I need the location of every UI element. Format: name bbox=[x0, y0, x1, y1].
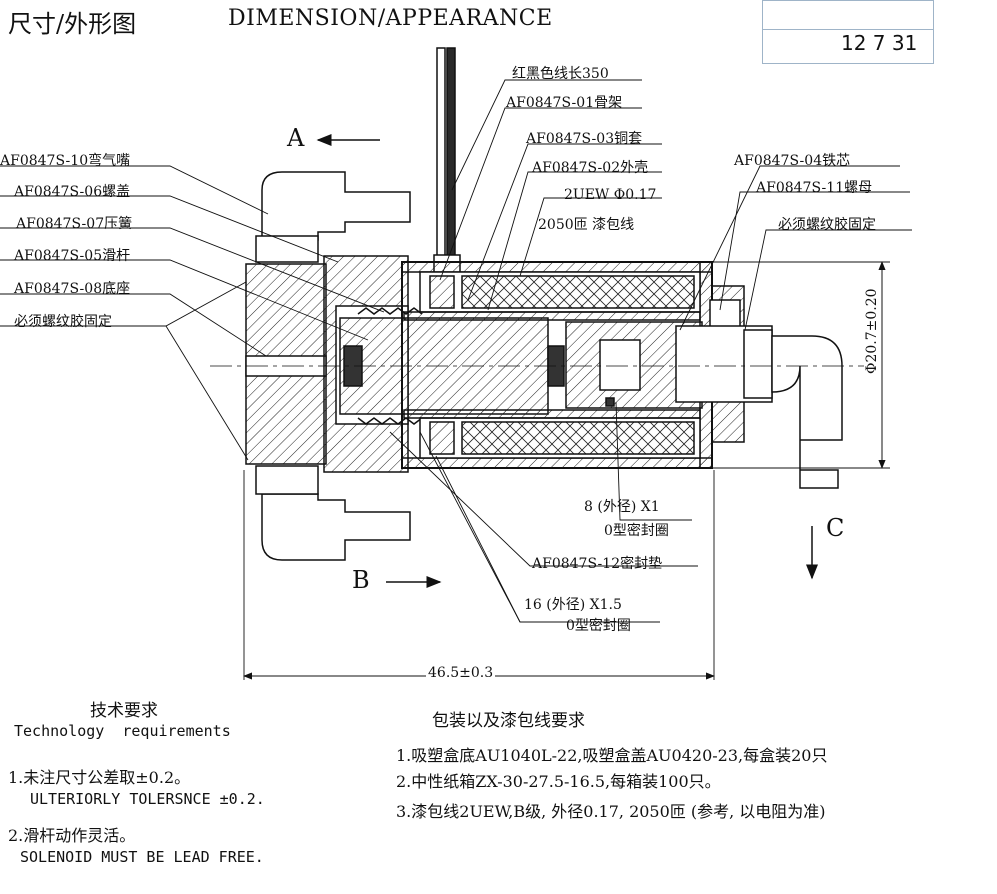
approval-stamp: 12 7 31 bbox=[762, 0, 934, 64]
dimension-diameter: Φ20.7±0.20 bbox=[864, 286, 880, 376]
label-iron-core: AF0847S-04铁芯 bbox=[734, 153, 851, 169]
label-oring-small: 0型密封圈 bbox=[604, 523, 669, 539]
spring bbox=[357, 307, 423, 315]
tech-item-2-en: SOLENOID MUST BE LEAD FREE. bbox=[20, 848, 264, 866]
label-copper-sleeve: AF0847S-03铜套 bbox=[526, 131, 643, 147]
stamp-date: 12 7 31 bbox=[841, 31, 918, 55]
tech-item-1-cn: 1.未注尺寸公差取±0.2。 bbox=[8, 768, 191, 787]
packing-item-3: 3.漆包线2UEW,B级, 外径0.17, 2050匝 (参考, 以电阻为准) bbox=[396, 802, 826, 821]
tech-item-2-cn: 2.滑杆动作灵活。 bbox=[8, 826, 136, 845]
title-chinese: 尺寸/外形图 bbox=[8, 10, 137, 38]
label-screw-cap: AF0847S-06螺盖 bbox=[14, 184, 131, 200]
tech-heading-en: Technology requirements bbox=[14, 722, 231, 740]
label-outer-shell: AF0847S-02外壳 bbox=[532, 160, 649, 176]
label-wire-spec: 2UEW Φ0.17 bbox=[564, 187, 657, 203]
label-elbow-nozzle: AF0847S-10弯气嘴 bbox=[0, 153, 131, 169]
lower-elbow-nozzle bbox=[261, 493, 411, 561]
label-bobbin: AF0847S-01骨架 bbox=[506, 95, 623, 111]
view-b-label: B bbox=[352, 566, 370, 594]
label-gasket: AF0847S-12密封垫 bbox=[532, 556, 663, 572]
label-nut: AF0847S-11螺母 bbox=[756, 180, 873, 196]
red-wire bbox=[436, 47, 446, 264]
tech-heading-cn: 技术要求 bbox=[90, 701, 158, 721]
label-thread-glue-left: 必须螺纹胶固定 bbox=[14, 314, 112, 330]
right-elbow-nozzle bbox=[771, 335, 843, 489]
dimension-length: 46.5±0.3 bbox=[426, 665, 496, 681]
label-thread-glue-right: 必须螺纹胶固定 bbox=[778, 217, 876, 233]
upper-elbow-nozzle bbox=[261, 171, 411, 241]
label-oring-small-size: 8 (外径) X1 bbox=[584, 499, 660, 515]
tech-item-1-en: ULTERIORLY TOLERSNCE ±0.2. bbox=[30, 790, 265, 808]
packing-heading: 包装以及漆包线要求 bbox=[432, 711, 585, 731]
leader-lines bbox=[0, 79, 912, 623]
label-base: AF0847S-08底座 bbox=[14, 281, 131, 297]
view-c-label: C bbox=[826, 514, 845, 542]
packing-item-1: 1.吸塑盒底AU1040L-22,吸塑盒盖AU0420-23,每盒装20只 bbox=[396, 746, 828, 765]
coil-upper bbox=[461, 275, 695, 309]
label-oring-large: 0型密封圈 bbox=[566, 618, 631, 634]
packing-item-2: 2.中性纸箱ZX-30-27.5-16.5,每箱装100只。 bbox=[396, 772, 721, 791]
label-turns: 2050匝 漆包线 bbox=[538, 217, 635, 233]
label-plunger: AF0847S-05滑杆 bbox=[14, 248, 131, 264]
view-a-label: A bbox=[287, 124, 305, 152]
coil-lower bbox=[461, 421, 695, 455]
label-oring-large-size: 16 (外径) X1.5 bbox=[524, 597, 622, 613]
label-spring: AF0847S-07压簧 bbox=[16, 216, 133, 232]
copper-sleeve bbox=[403, 311, 701, 321]
label-wire: 红黑色线长350 bbox=[512, 66, 609, 82]
title-english: DIMENSION/APPEARANCE bbox=[228, 6, 553, 31]
black-wire bbox=[446, 47, 456, 264]
